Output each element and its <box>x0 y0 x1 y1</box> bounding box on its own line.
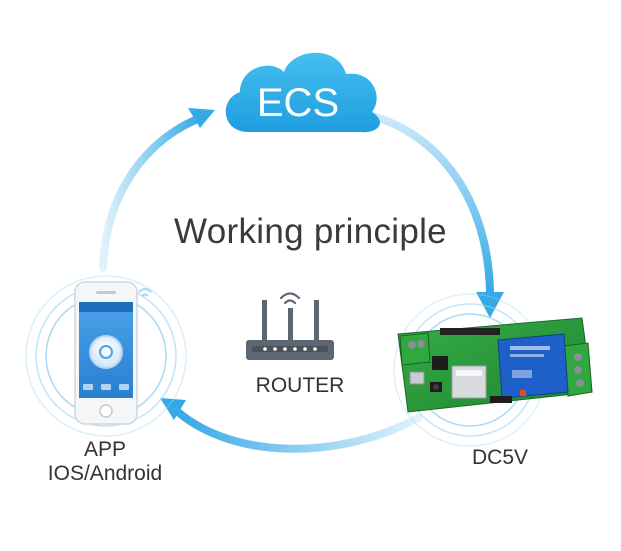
app-label-line2: IOS/Android <box>47 462 163 485</box>
cloud-icon: ECS <box>225 52 381 133</box>
arrow-app-to-cloud <box>99 114 204 272</box>
cycle-arrows <box>99 108 504 453</box>
router-icon <box>246 292 334 360</box>
smartphone-icon <box>74 281 152 425</box>
device-label: DC5V <box>471 446 529 469</box>
arrow-device-to-app <box>174 408 422 453</box>
arrow-head-cloud-to-device <box>476 292 504 318</box>
relay-board-icon <box>397 317 593 413</box>
cloud-label: ECS <box>257 81 339 125</box>
arrow-head-app-to-cloud <box>188 108 215 128</box>
arrow-head-device-to-app <box>160 398 186 420</box>
app-label: APP IOS/Android <box>20 438 190 486</box>
arrow-cloud-to-device <box>368 112 494 296</box>
router-label: ROUTER <box>255 374 345 397</box>
diagram-title: Working principle <box>174 212 447 251</box>
app-label-line1: APP <box>83 438 127 461</box>
